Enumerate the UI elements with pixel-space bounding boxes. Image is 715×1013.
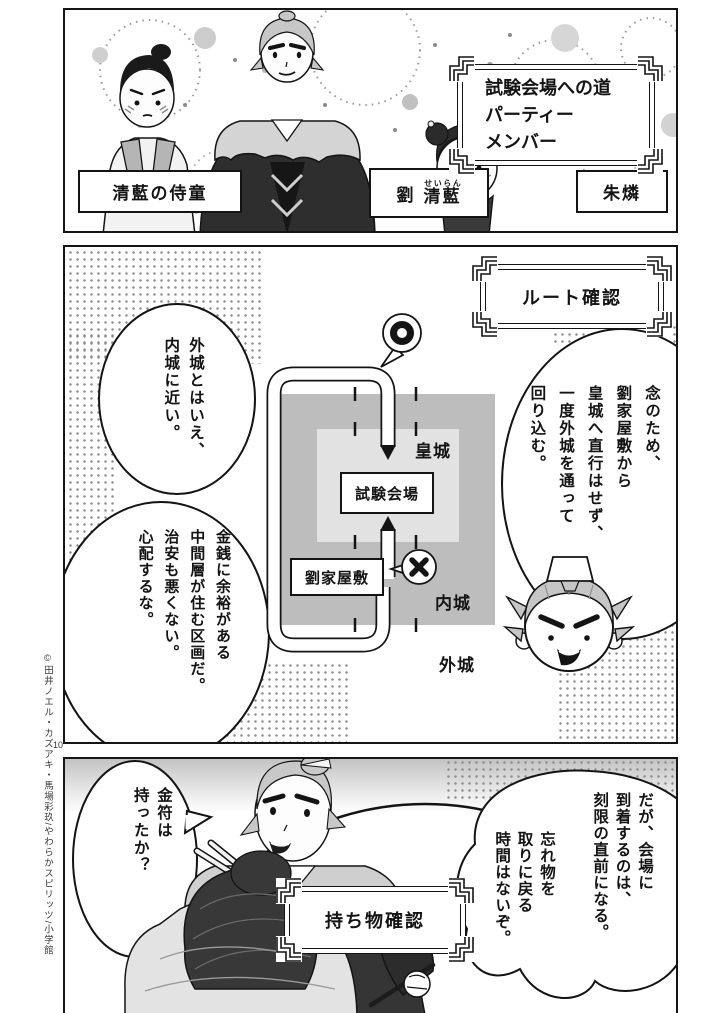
inner-city-label: 内城 — [435, 594, 471, 613]
outer-city-label: 外城 — [439, 656, 475, 675]
liu-given-name-ruby: 清藍せいらん — [424, 179, 462, 207]
map-residence-box: 劉家屋敷 — [290, 558, 384, 596]
speech-text-left: 金符は 持ったか？ — [131, 787, 172, 875]
fretwork-corner-icon — [276, 936, 302, 962]
route-title-box: ルート確認 — [472, 256, 672, 337]
liu-seiran-figure — [199, 10, 376, 231]
panel-route-confirmation: ルート確認 試験会場 劉家屋敷 皇城 内城 外城 念のため、 劉家屋敷から 皇城… — [63, 245, 678, 744]
panel-party-members: 試験会場への道 パーティー メンバー 清藍の侍童 劉 清藍せいらん 朱燐 — [63, 8, 678, 233]
route-path — [266, 366, 396, 653]
route-ok-icon — [380, 313, 422, 368]
fretwork-corner-icon — [472, 311, 498, 337]
belongings-title-text: 持ち物確認 — [289, 891, 461, 949]
liu-furigana-text: せいらん — [423, 179, 462, 188]
venue-label-text: 試験会場 — [354, 485, 419, 503]
panel2-artwork — [65, 303, 676, 742]
fretwork-corner-icon — [448, 936, 474, 962]
party-title-box: 試験会場への道 パーティー メンバー — [449, 56, 663, 174]
attendant-name-text: 清藍の侍童 — [112, 184, 208, 203]
belongings-title-box: 持ち物確認 — [276, 878, 474, 962]
panel-belongings-check: 持ち物確認 だが、会場に 到着するのは、 刻限の直前になる。 忘れ物を 取りに戻… — [63, 757, 678, 1013]
fretwork-corner-icon — [637, 56, 663, 82]
speech-bubble-left-top — [98, 303, 256, 495]
route-ng-icon — [388, 549, 437, 585]
name-label-attendant: 清藍の侍童 — [78, 170, 242, 213]
fretwork-corner-icon — [637, 148, 663, 174]
fretwork-corner-icon — [449, 56, 475, 82]
imperial-city-label: 皇城 — [415, 442, 451, 461]
route-arrowhead-down — [380, 445, 396, 460]
fretwork-corner-icon — [646, 256, 672, 282]
fretwork-corner-icon — [449, 148, 475, 174]
speech-text-left-top: 外城とはいえ、 内城に近い。 — [162, 337, 204, 460]
speech-text-right: 念のため、 劉家屋敷から 皇城へ直行はせず、 一度外城を通って 回り込む。 — [528, 385, 660, 543]
speech-text-left-bottom: 金銭に余裕がある 中間層が住む区画だ。 治安も悪くない。 心配するな。 — [136, 529, 231, 694]
map-venue-box: 試験会場 — [340, 472, 434, 514]
blocked-route-path — [380, 516, 396, 579]
route-title-text: ルート確認 — [485, 269, 659, 324]
liu-seiran-chibi-face — [502, 556, 636, 672]
copyright-credit: ©田井ノエル・カズアキ・馬場彩玖/やわらかスピリッツ/小学館 — [42, 653, 53, 956]
fretwork-corner-icon — [646, 311, 672, 337]
party-title-text: 試験会場への道 パーティー メンバー — [462, 69, 650, 161]
fretwork-corner-icon — [448, 878, 474, 904]
shurin-name-text: 朱燐 — [603, 184, 641, 203]
liu-given-text: 清藍 — [423, 187, 462, 206]
fretwork-corner-icon — [472, 256, 498, 282]
fretwork-corner-icon — [276, 878, 302, 904]
residence-label-text: 劉家屋敷 — [304, 569, 369, 587]
name-label-shurin: 朱燐 — [576, 170, 668, 213]
round-window-arc — [149, 802, 676, 1013]
page-number: 10 — [53, 740, 64, 750]
liu-surname-text: 劉 — [396, 185, 416, 205]
gate-tick-marks — [353, 387, 418, 632]
speech-text-right-lower: 忘れ物を 取りに戻る 時間はないぞ。 — [493, 831, 555, 947]
speech-text-right-upper: だが、会場に 到着するのは、 刻限の直前になる。 — [591, 792, 653, 941]
route-arrowhead-up — [380, 516, 396, 531]
name-label-liu-seiran: 劉 清藍せいらん — [369, 168, 489, 218]
speech-bubble-right — [455, 769, 676, 999]
